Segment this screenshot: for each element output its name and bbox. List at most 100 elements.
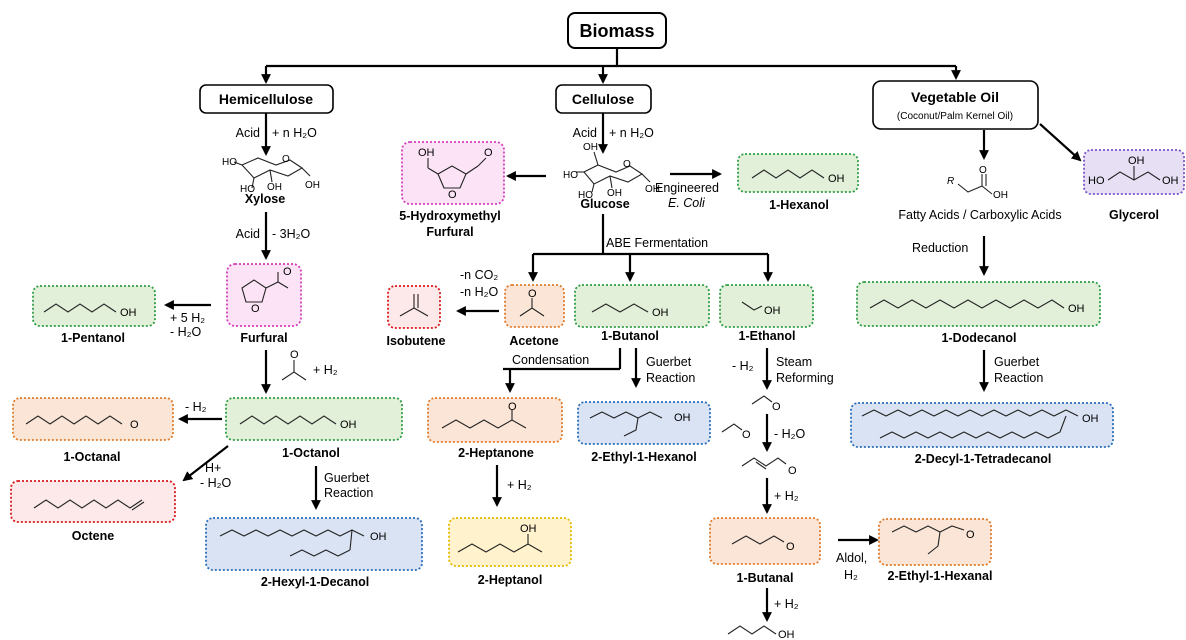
octene-box: [10, 480, 176, 523]
isobutene-box: [387, 285, 441, 329]
acetone-reagent: O: [281, 349, 307, 381]
hexanol-oh: OH: [828, 173, 845, 185]
ethanol-h2-label: - H₂: [732, 359, 754, 373]
glucose-structure: OH HO HO OH OH O: [563, 142, 660, 201]
guerbet2-label: Guerbet: [646, 355, 692, 369]
glucose-oh1: OH: [607, 188, 622, 199]
glycerol-oh2: OH: [1162, 175, 1179, 187]
xylose-structure: HO HO OH OH O: [222, 154, 320, 195]
hmf-ring-o: O: [448, 189, 457, 201]
ethylhexanol-box: OH: [577, 401, 711, 445]
biomass-node: Biomass: [567, 12, 667, 49]
acetaldehyde1-o: O: [772, 401, 781, 413]
xylose-acid-label: Acid: [236, 227, 260, 241]
ecoli-label: E. Coli: [668, 196, 706, 210]
hmf-box: OH O O: [401, 141, 505, 205]
glucose-o: O: [623, 159, 631, 170]
dodecanol-oh: OH: [1068, 303, 1085, 315]
octanol-label: 1-Octanol: [282, 446, 340, 460]
octanal-o: O: [130, 419, 139, 431]
glycerol-ho: HO: [1088, 175, 1105, 187]
biomass-label: Biomass: [579, 21, 654, 41]
decyltetradecanol-oh: OH: [1082, 413, 1099, 425]
ethylhexanal-label: 2-Ethyl-1-Hexanal: [888, 569, 993, 583]
ethanol-label: 1-Ethanol: [739, 329, 796, 343]
heptanol-box: OH: [448, 517, 572, 567]
ethanol-oh: OH: [764, 305, 781, 317]
aldol-h2-label: H₂: [844, 568, 858, 582]
hemicellulose-node: Hemicellulose: [199, 84, 334, 114]
h2o-n-label: -n H₂O: [460, 285, 498, 299]
xylose-o: O: [282, 154, 290, 165]
octene-hplus-label: H+: [205, 461, 221, 475]
engineered-label: Engineered: [655, 181, 719, 195]
vegetable-oil-node: Vegetable Oil (Coconut/Palm Kernel Oil): [872, 80, 1039, 130]
butanal-o: O: [786, 541, 795, 553]
vegoil-to-glycerol-arrow: [1039, 123, 1082, 162]
svg-text:R: R: [947, 176, 954, 187]
crotonaldehyde-h2-label: + H₂: [774, 489, 799, 503]
abe-label: ABE Fermentation: [606, 236, 708, 250]
furfural-label: Furfural: [240, 331, 287, 345]
ethylhexanal-box: O: [878, 518, 992, 566]
isobutene-label: Isobutene: [386, 334, 445, 348]
xylose-oh2: OH: [305, 180, 320, 191]
hemi-water-label: + n H₂O: [272, 126, 317, 140]
hmf-o: O: [484, 147, 493, 159]
hexyldecanol-oh: OH: [370, 531, 387, 543]
butanol-product-oh: OH: [778, 629, 795, 640]
glycerol-box: HO OH OH: [1083, 149, 1185, 195]
hexanol-box: OH: [737, 153, 859, 193]
xylose-ho2: HO: [240, 184, 255, 195]
glucose-ho1: HO: [563, 170, 578, 181]
xylose-label: Xylose: [245, 192, 285, 206]
glycerol-label: Glycerol: [1109, 208, 1159, 222]
reduction-label: Reduction: [912, 241, 968, 255]
steam-label: Steam: [776, 355, 812, 369]
furfural-box: O O: [226, 263, 302, 327]
ethylhexanol-label: 2-Ethyl-1-Hexanol: [591, 450, 697, 464]
heptanol-oh: OH: [520, 523, 537, 535]
pentanol-h2-label: + 5 H₂: [170, 311, 205, 325]
decyltetradecanol-box: OH: [850, 402, 1114, 448]
acetaldehyde-1: O: [751, 395, 781, 413]
furfural-h2-label: + H₂: [313, 363, 338, 377]
co2-label: -n CO₂: [460, 268, 498, 282]
hmf-label-2: Furfural: [426, 225, 473, 239]
fatty-acid-o: O: [979, 165, 987, 176]
cellulose-label: Cellulose: [572, 91, 634, 107]
cell-water-label: + n H₂O: [609, 126, 654, 140]
octanol-oh: OH: [340, 419, 357, 431]
xylose-ho1: HO: [222, 157, 237, 168]
reaction2-label: Reaction: [646, 371, 695, 385]
hmf-label-1: 5-Hydroxymethyl: [399, 209, 500, 223]
acetone-o: O: [528, 288, 537, 300]
butanal-h2-label: + H₂: [774, 597, 799, 611]
condensation-label: Condensation: [512, 353, 589, 367]
cellulose-node: Cellulose: [555, 84, 652, 114]
pentanol-water-label: - H₂O: [170, 325, 202, 339]
xylose-water-label: - 3H₂O: [272, 227, 310, 241]
decyltetradecanol-label: 2-Decyl-1-Tetradecanol: [915, 452, 1052, 466]
glucose-oh-top: OH: [583, 142, 598, 153]
ethylhexanol-oh: OH: [674, 412, 691, 424]
octanal-box: O: [12, 397, 174, 441]
fatty-acid-oh: OH: [993, 190, 1008, 201]
butanal-box: O: [709, 517, 821, 565]
heptanol-label: 2-Heptanol: [478, 573, 543, 587]
reaction3-label: Reaction: [994, 371, 1043, 385]
reaction1-label: Reaction: [324, 486, 373, 500]
cell-acid-label: Acid: [573, 126, 597, 140]
vegetable-oil-label: Vegetable Oil: [911, 89, 999, 105]
octanal-h2-label: - H₂: [185, 400, 207, 414]
reforming-label: Reforming: [776, 371, 834, 385]
hexyldecanol-box: OH: [205, 517, 423, 571]
acetone-label: Acetone: [509, 334, 558, 348]
heptanone-h2-label: + H₂: [507, 478, 532, 492]
heptanone-label: 2-Heptanone: [458, 446, 534, 460]
octanal-label: 1-Octanal: [64, 450, 121, 464]
butanol-box: OH: [574, 284, 710, 328]
guerbet1-label: Guerbet: [324, 471, 370, 485]
guerbet3-label: Guerbet: [994, 355, 1040, 369]
butanal-label: 1-Butanal: [737, 571, 794, 585]
